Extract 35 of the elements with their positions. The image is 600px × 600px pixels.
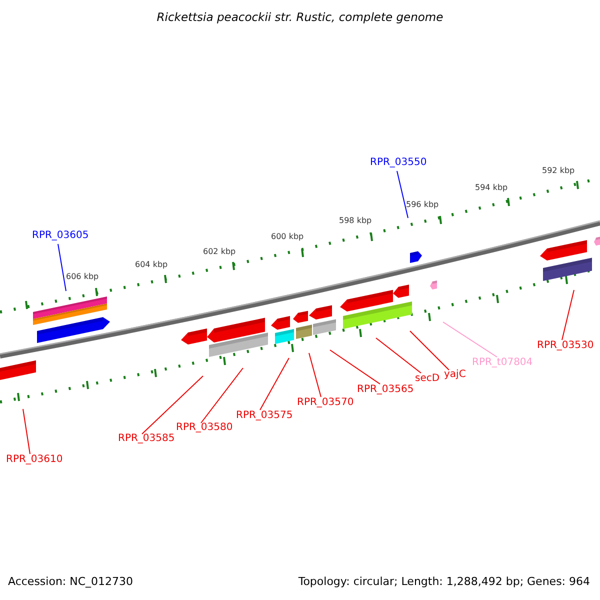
leader-line — [410, 330, 450, 370]
gene-label: RPR_03605 — [32, 231, 89, 241]
leader-line — [200, 368, 244, 424]
leader-line — [22, 408, 30, 454]
diagram-title: Rickettsia peacockii str. Rustic, complete genome — [156, 12, 444, 24]
accession-text: Accession: NC_012730 — [8, 576, 134, 587]
scale-label: 596 kbp — [406, 201, 439, 209]
scale-label: 600 kbp — [271, 233, 304, 241]
gene-label: secD — [415, 374, 440, 384]
scale-label: 604 kbp — [135, 261, 168, 269]
leader-line — [376, 338, 422, 374]
gene-label: RPR_t07804 — [472, 358, 533, 368]
gene-label: RPR_03580 — [176, 423, 233, 433]
scale-label: 602 kbp — [203, 248, 236, 256]
leader-line — [308, 352, 322, 398]
leader-line — [330, 350, 380, 384]
leader-line — [562, 290, 574, 340]
gene-label: RPR_03585 — [118, 434, 175, 444]
leader-line — [142, 376, 204, 434]
scale-label: 606 kbp — [66, 273, 99, 281]
gene-label: yajC — [444, 370, 466, 380]
leader-line — [58, 244, 66, 292]
gene-label: RPR_03610 — [6, 455, 63, 465]
gene-label: RPR_03575 — [236, 411, 293, 421]
leader-line — [442, 322, 498, 358]
gene-label: RPR_03570 — [297, 398, 354, 408]
scale-label: 594 kbp — [475, 184, 508, 192]
gene-label: RPR_03550 — [370, 158, 427, 168]
gene-label: RPR_03530 — [537, 341, 594, 351]
genome-summary: Topology: circular; Length: 1,288,492 bp; Genes: 964 — [298, 576, 590, 587]
leader-line — [396, 170, 408, 218]
gene-label: RPR_03565 — [357, 385, 414, 395]
scale-label: 598 kbp — [339, 217, 372, 225]
scale-label: 592 kbp — [542, 167, 575, 175]
leader-line — [260, 358, 290, 410]
